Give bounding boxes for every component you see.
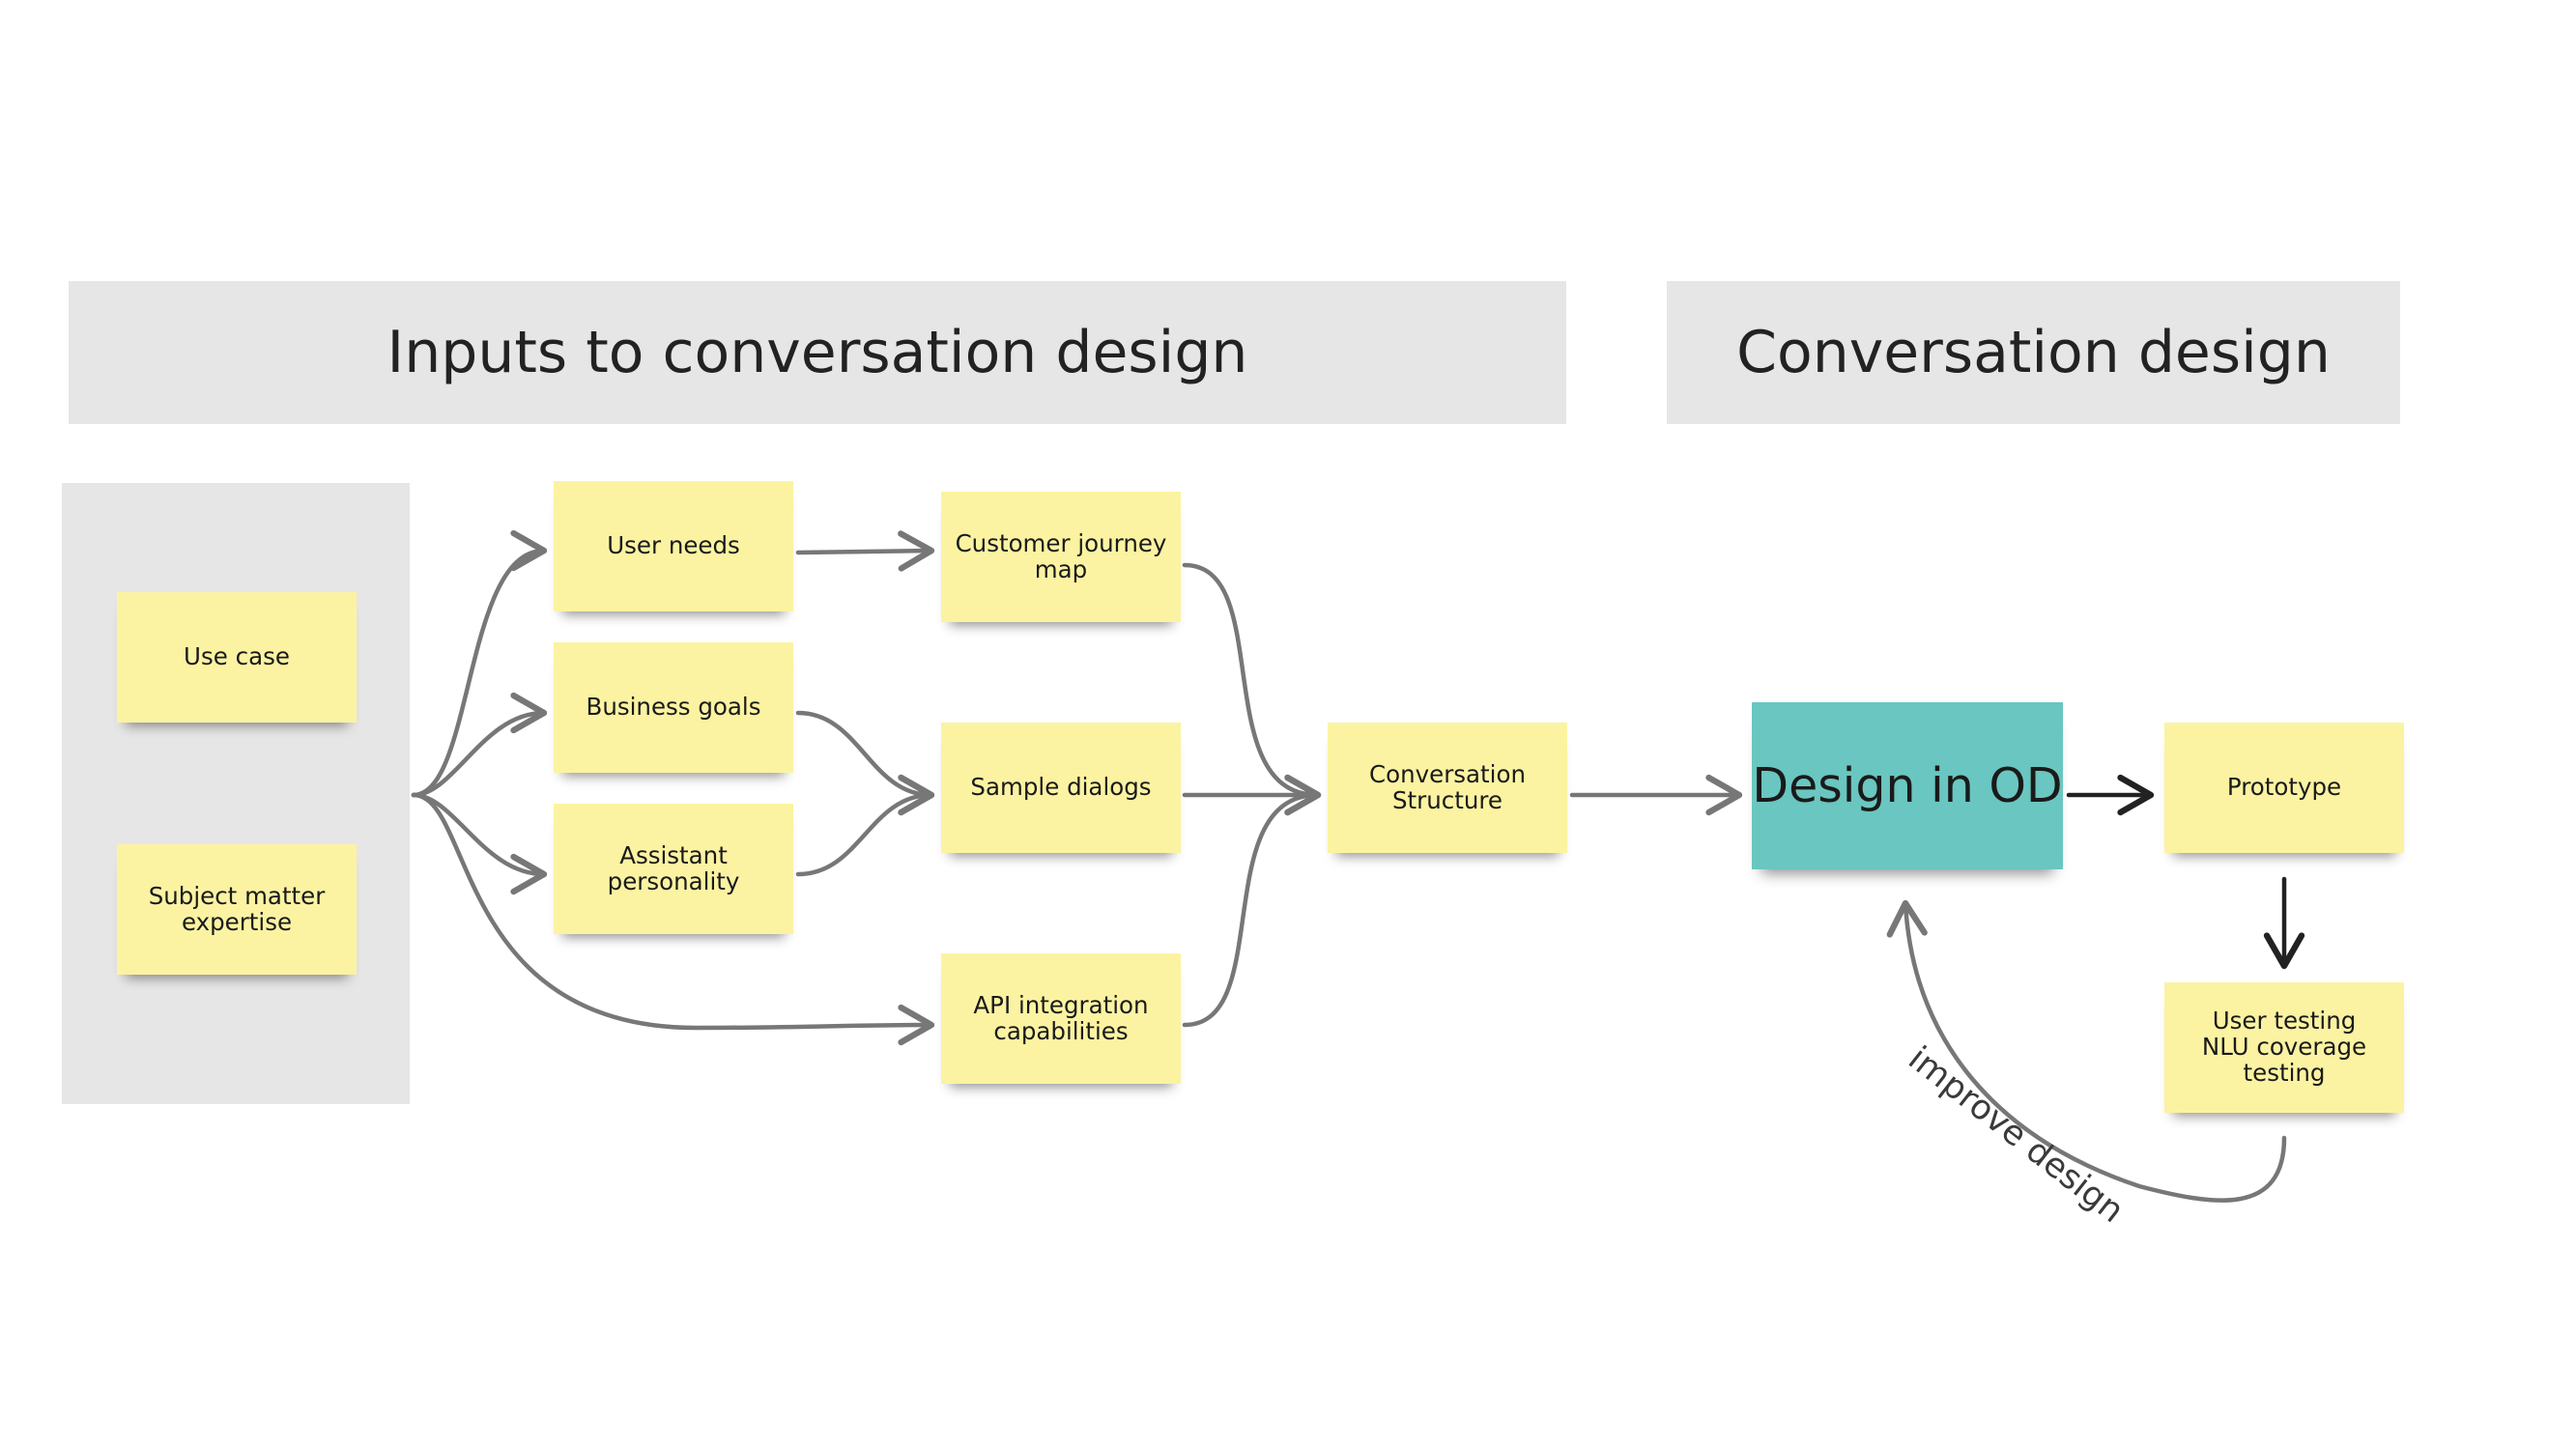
- note-customer-journey[interactable]: Customer journey map: [941, 492, 1181, 622]
- inputs-header: Inputs to conversation design: [69, 281, 1566, 424]
- note-user-testing[interactable]: User testing NLU coverage testing: [2164, 982, 2404, 1113]
- inputs-header-title: Inputs to conversation design: [386, 319, 1248, 386]
- note-business-goals[interactable]: Business goals: [554, 642, 793, 773]
- improve-design-label: improve design: [1901, 1039, 2132, 1232]
- note-business-goals-text: Business goals: [586, 693, 761, 722]
- note-api-integration-text: API integration capabilities: [973, 990, 1149, 1045]
- note-user-needs-text: User needs: [607, 531, 740, 560]
- note-subject-matter[interactable]: Subject matter expertise: [117, 844, 357, 975]
- note-user-needs[interactable]: User needs: [554, 481, 793, 611]
- note-assistant-personality[interactable]: Assistant personality: [554, 804, 793, 934]
- note-design-in-od-text: Design in OD: [1752, 758, 2063, 813]
- design-header-title: Conversation design: [1736, 319, 2331, 386]
- arrow-panel-to-assistant-personality: [411, 792, 548, 895]
- note-conversation-structure-text: Conversation Structure: [1369, 759, 1526, 814]
- arrow-panel-to-user-needs: [411, 529, 548, 798]
- note-use-case-text: Use case: [184, 642, 290, 671]
- inputs-source-panel: [62, 483, 410, 1104]
- note-user-testing-text: User testing NLU coverage testing: [2201, 1007, 2367, 1087]
- arrow-user-needs-to-journey: [795, 530, 935, 572]
- note-prototype-text: Prototype: [2226, 773, 2342, 802]
- note-sample-dialogs[interactable]: Sample dialogs: [941, 723, 1181, 853]
- note-sample-dialogs-text: Sample dialogs: [970, 773, 1152, 802]
- arrow-panel-to-business-goals: [411, 692, 548, 798]
- note-assistant-personality-text: Assistant personality: [607, 840, 740, 895]
- note-conversation-structure[interactable]: Conversation Structure: [1328, 723, 1567, 853]
- arrow-api-to-structure: [1182, 774, 1322, 1028]
- design-header: Conversation design: [1667, 281, 2400, 424]
- arrow-journey-to-structure: [1182, 562, 1322, 816]
- note-prototype[interactable]: Prototype: [2164, 723, 2404, 853]
- arrow-business-goals-to-sample: [795, 710, 935, 816]
- arrow-personality-to-sample: [795, 774, 935, 877]
- note-use-case[interactable]: Use case: [117, 592, 357, 723]
- note-api-integration[interactable]: API integration capabilities: [941, 953, 1181, 1084]
- note-design-in-od[interactable]: Design in OD: [1752, 702, 2063, 869]
- note-customer-journey-text: Customer journey map: [955, 528, 1167, 583]
- note-subject-matter-text: Subject matter expertise: [148, 881, 326, 936]
